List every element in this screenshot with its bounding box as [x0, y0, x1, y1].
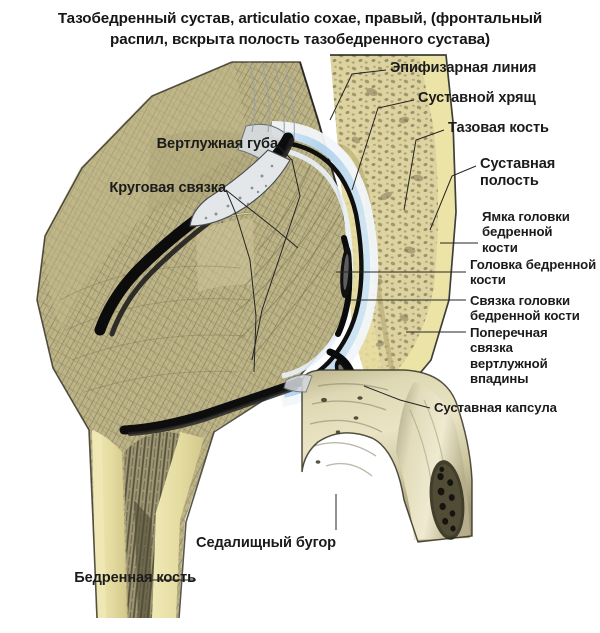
- label-zona-orbicularis: Круговая связка: [109, 180, 226, 196]
- label-articular-cartilage: Суставной хрящ: [418, 90, 536, 106]
- figure-title-line-1: Тазобедренный сустав, articulatio coxae,…: [57, 10, 543, 27]
- label-acetabular-labrum: Вертлужная губа: [156, 136, 278, 152]
- label-epiphyseal-line: Эпифизарная линия: [390, 60, 537, 76]
- label-joint-capsule: Суставная капсула: [434, 400, 557, 415]
- label-fovea-capitis: Ямка головки бедренной кости: [482, 209, 570, 255]
- label-femoral-head: Головка бедренной кости: [470, 257, 597, 288]
- figure-title-line-2: распил, вскрыта полость тазобедренного с…: [110, 31, 490, 48]
- label-articular-cavity: Суставная полость: [480, 156, 556, 189]
- ischium-bone: [301, 369, 473, 543]
- capsule-fragment: [283, 374, 313, 393]
- figure-title: Тазобедренный сустав, articulatio coxae,…: [0, 8, 600, 50]
- label-femur: Бедренная кость: [74, 570, 196, 586]
- label-ischial-tuberosity: Седалищный бугор: [196, 535, 336, 551]
- label-transverse-acetabular-ligament: Поперечная связка вертлужной впадины: [470, 325, 548, 386]
- label-ligament-of-head: Связка головки бедренной кости: [470, 293, 580, 324]
- label-pelvic-bone: Тазовая кость: [448, 120, 549, 136]
